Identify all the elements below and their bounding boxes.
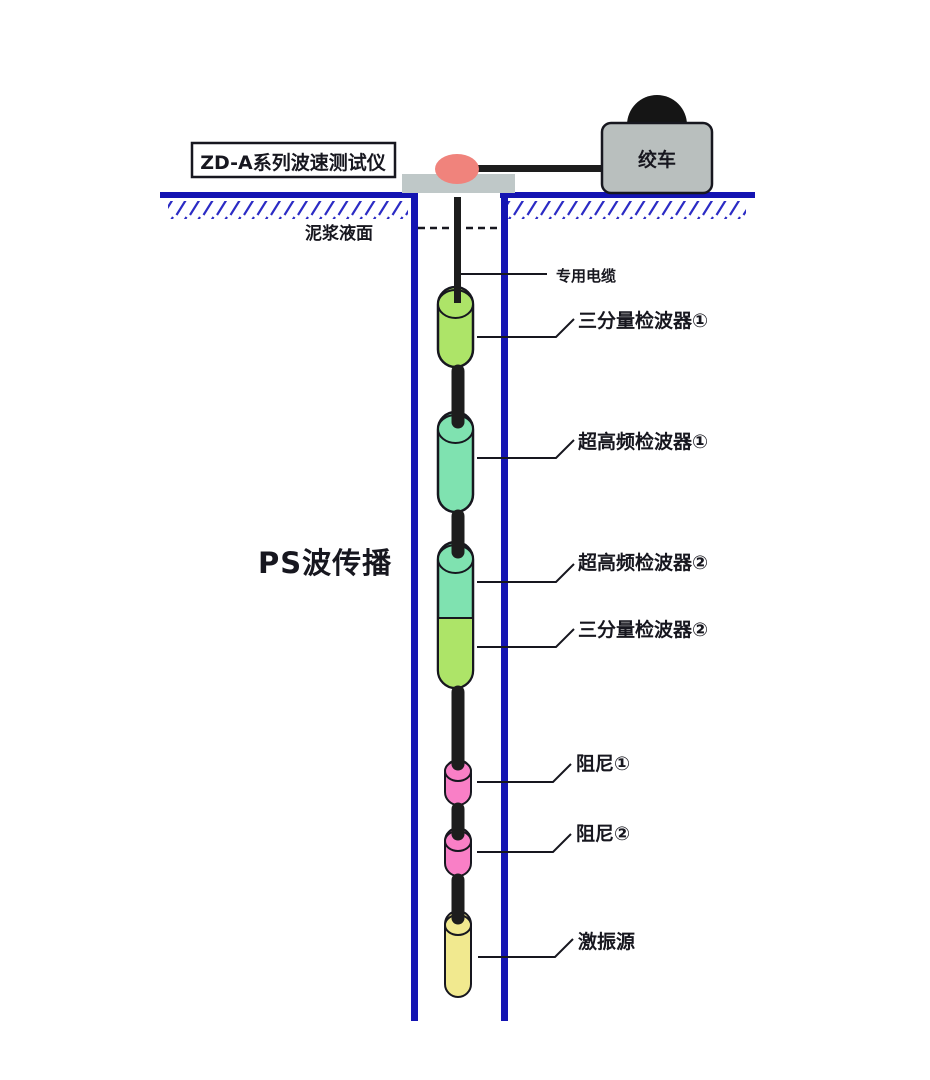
soil-hatch-left bbox=[168, 201, 408, 219]
leader-damper-1 bbox=[477, 763, 572, 783]
leader-sensor-uhf-1 bbox=[477, 439, 575, 459]
source-body bbox=[444, 910, 472, 998]
leader-sensor-3c-2 bbox=[477, 628, 575, 648]
winch-body bbox=[600, 121, 714, 195]
ps-wave-label: PS波传播 bbox=[258, 546, 392, 580]
surface-cable bbox=[470, 165, 606, 172]
instrument-label: ZD-A系列波速测试仪 bbox=[200, 151, 386, 174]
winch-label: 绞车 bbox=[638, 148, 676, 171]
sensor-3c-1-label: 三分量检波器① bbox=[578, 309, 708, 332]
ground-surface-right bbox=[500, 192, 755, 198]
sensor-3c-2-label: 三分量检波器② bbox=[578, 618, 708, 641]
damper-2-body bbox=[444, 827, 472, 877]
sensor-uhf-2-label: 超高频检波器② bbox=[577, 551, 708, 574]
ground-surface-left bbox=[160, 192, 418, 198]
cable-label: 专用电缆 bbox=[556, 267, 616, 285]
leader-source bbox=[478, 938, 574, 958]
sensor-3c-1-body bbox=[436, 285, 475, 369]
leader-damper-2 bbox=[477, 833, 572, 853]
instrument-box bbox=[190, 141, 397, 179]
borehole-wall-right bbox=[501, 192, 508, 1021]
wellhead-pulley bbox=[435, 154, 479, 184]
sensor-dual-body bbox=[436, 540, 475, 690]
mud-level-label: 泥浆液面 bbox=[305, 223, 373, 244]
sensor-3c-2-capsule bbox=[437, 617, 474, 689]
borehole-wall-left bbox=[411, 192, 418, 1021]
source-label: 激振源 bbox=[578, 930, 635, 953]
damper-1-label: 阻尼① bbox=[576, 753, 630, 775]
damper-2-label: 阻尼② bbox=[576, 823, 630, 845]
soil-hatch-right bbox=[508, 201, 746, 219]
leader-sensor-3c-1 bbox=[477, 318, 575, 338]
sensor-uhf-1-label: 超高频检波器① bbox=[577, 430, 708, 453]
leader-sensor-uhf-2 bbox=[477, 563, 575, 583]
